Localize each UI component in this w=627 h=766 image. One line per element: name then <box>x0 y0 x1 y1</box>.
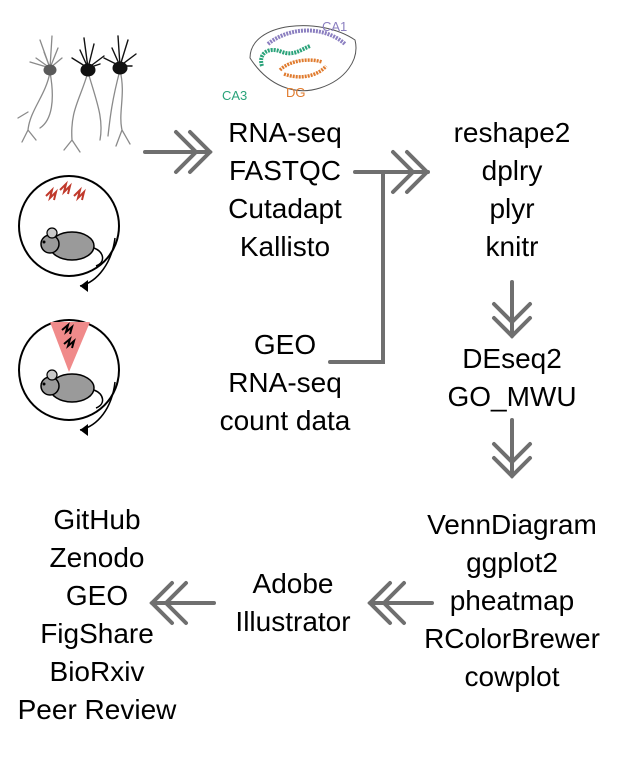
neuron-cluster-icon <box>17 35 137 153</box>
arrow-to-r-packages <box>353 150 430 194</box>
sharing-item: FigShare <box>40 618 154 649</box>
hippocampus-icon: CA1 CA3 DG <box>222 19 357 103</box>
plot-package-item: ggplot2 <box>466 547 558 578</box>
flow-arrows <box>143 130 532 625</box>
tools-column: RNA-seq FASTQC Cutadapt Kallisto <box>205 114 365 266</box>
geo-block: GEO RNA-seq count data <box>195 326 375 440</box>
ca1-label: CA1 <box>322 19 347 34</box>
ca3-label: CA3 <box>222 88 247 103</box>
arrow-to-plots <box>492 418 532 479</box>
tool-item: RNA-seq <box>228 117 342 148</box>
r-packages-column: reshape2 dplry plyr knitr <box>428 114 596 266</box>
geo-connector <box>328 170 385 364</box>
r-package-item: reshape2 <box>453 117 571 148</box>
r-package-item: plyr <box>489 193 535 224</box>
stats-item: DEseq2 <box>462 343 562 374</box>
arrow-to-tools <box>143 130 213 174</box>
arrow-to-sharing <box>149 581 216 625</box>
sharing-item: GitHub <box>53 504 141 535</box>
mouse-avoidance-icon <box>18 319 120 436</box>
sharing-platforms-column: GitHub Zenodo GEO FigShare BioRxiv Peer … <box>0 501 194 729</box>
tool-item: Kallisto <box>239 231 331 262</box>
plot-packages-column: VennDiagram ggplot2 pheatmap RColorBrewe… <box>400 506 624 696</box>
illustration-item: Illustrator <box>235 606 351 637</box>
plot-package-item: VennDiagram <box>427 509 597 540</box>
geo-item: count data <box>219 405 351 436</box>
geo-item: RNA-seq <box>228 367 342 398</box>
r-package-item: knitr <box>485 231 539 262</box>
illustration-item: Adobe <box>252 568 334 599</box>
r-package-item: dplry <box>481 155 543 186</box>
plot-package-item: pheatmap <box>449 585 575 616</box>
sharing-item: Zenodo <box>49 542 145 573</box>
plot-package-item: cowplot <box>464 661 560 692</box>
mouse-shock-icon <box>18 175 120 292</box>
sharing-item: Peer Review <box>17 694 177 725</box>
arrow-to-illustrator <box>367 581 434 625</box>
sharing-item: GEO <box>65 580 129 611</box>
dg-label: DG <box>286 85 306 100</box>
tool-item: FASTQC <box>228 155 341 186</box>
stats-tools-column: DEseq2 GO_MWU <box>422 340 602 416</box>
sharing-item: BioRxiv <box>49 656 145 687</box>
illustration-tools-column: Adobe Illustrator <box>214 565 372 641</box>
plot-package-item: RColorBrewer <box>424 623 600 654</box>
tool-item: Cutadapt <box>228 193 342 224</box>
geo-item: GEO <box>253 329 317 360</box>
arrow-to-stats <box>492 280 532 339</box>
stats-item: GO_MWU <box>447 381 577 412</box>
